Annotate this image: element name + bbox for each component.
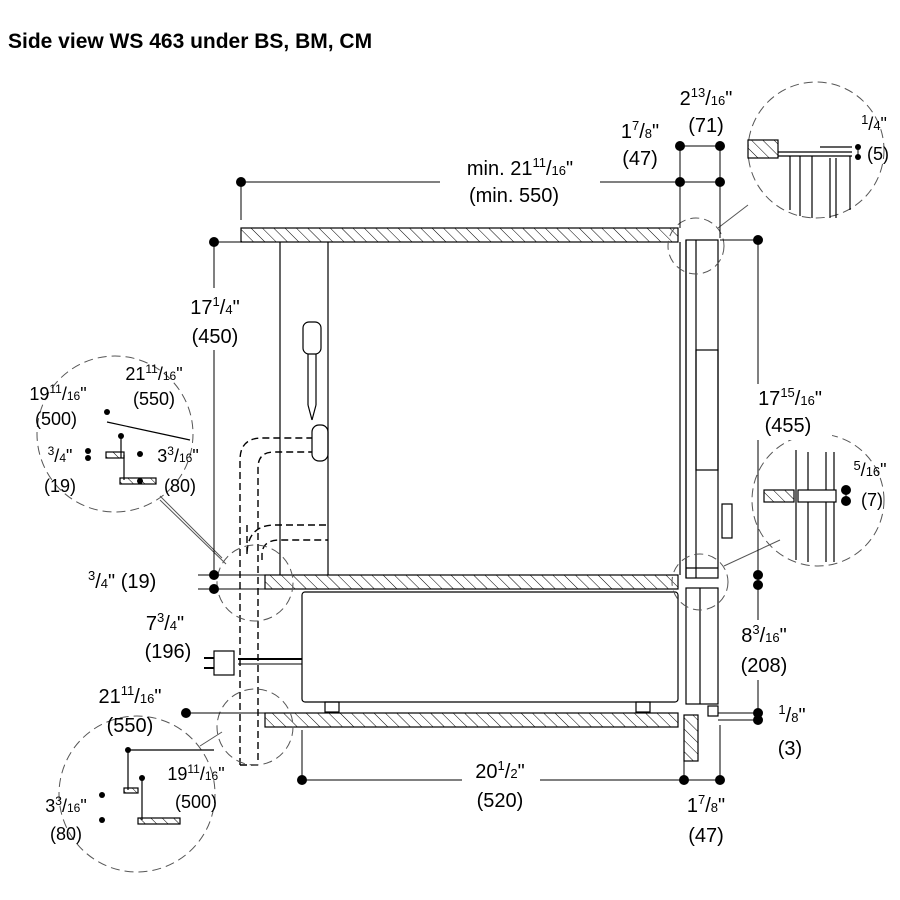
dim-bottom-500-in: 1911/16" <box>167 762 224 784</box>
cabinet-structure <box>204 227 733 762</box>
dim-left-550-in: 2111/16" <box>125 362 182 384</box>
dim-3-in: 1/8" <box>778 702 805 727</box>
dim-450-mm: (450) <box>192 326 239 348</box>
dim-bottom-500-mm: (500) <box>175 792 217 812</box>
dimension-dots <box>85 141 861 823</box>
dim-47-bot-in: 17/8" <box>687 792 725 817</box>
dim-bottom-80-mm: (80) <box>50 824 82 844</box>
dim-7-mm: (7) <box>861 490 883 510</box>
dim-47-top-in: 17/8" <box>621 118 659 143</box>
power-plug <box>213 650 235 676</box>
detail-right-middle <box>763 450 837 562</box>
detail-circles <box>36 81 885 873</box>
dim-bottom-80-in: 33/16" <box>45 794 86 816</box>
middle-shelf <box>264 574 679 590</box>
dim-550-low-mm: (550) <box>107 715 154 737</box>
dim-550-top-mm: (min. 550) <box>469 185 559 207</box>
dim-208-in: 83/16" <box>741 622 787 647</box>
dim-3-mm: (3) <box>778 738 802 760</box>
dim-left-19-in: 3/4" <box>48 444 73 466</box>
dim-5-in: 1/4" <box>861 112 887 134</box>
detail-top-right <box>747 139 852 218</box>
dim-520-mm: (520) <box>477 790 524 812</box>
dim-550-low-in: 2111/16" <box>99 683 162 708</box>
dim-left-80-mm: (80) <box>164 476 196 496</box>
dim-47-bot-mm: (47) <box>688 825 724 847</box>
dim-71-in: 213/16" <box>680 85 733 110</box>
dim-left-19-mm: (19) <box>44 476 76 496</box>
dim-19-mid: 3/4" (19) <box>88 568 156 593</box>
dim-196-in: 73/4" <box>146 610 184 635</box>
dim-left-80-in: 33/16" <box>157 444 198 466</box>
dim-196-mm: (196) <box>145 641 192 663</box>
oven-door <box>685 239 719 579</box>
dim-450-in: 171/4" <box>190 294 239 319</box>
dim-71-mm: (71) <box>688 115 724 137</box>
dim-208-mm: (208) <box>741 655 788 677</box>
dim-7-in: 5/16" <box>853 458 886 480</box>
dim-left-500-in: 1911/16" <box>29 382 86 404</box>
dim-5-mm: (5) <box>867 144 889 164</box>
dim-left-550-mm: (550) <box>133 389 175 409</box>
drawer-front <box>685 587 719 705</box>
dim-left-500-mm: (500) <box>35 409 77 429</box>
dim-520-in: 201/2" <box>475 758 524 783</box>
bottom-shelf <box>264 712 679 728</box>
diagram-title: Side view WS 463 under BS, BM, CM <box>8 30 373 53</box>
warming-drawer <box>301 591 679 703</box>
dim-455-in: 1715/16" <box>758 385 822 410</box>
dim-455-mm: (455) <box>765 415 812 437</box>
dim-47-top-mm: (47) <box>622 148 658 170</box>
top-shelf <box>240 227 679 243</box>
dim-550-top-in: min. 2111/16" <box>467 155 573 180</box>
detail-bottom-step <box>123 749 214 825</box>
